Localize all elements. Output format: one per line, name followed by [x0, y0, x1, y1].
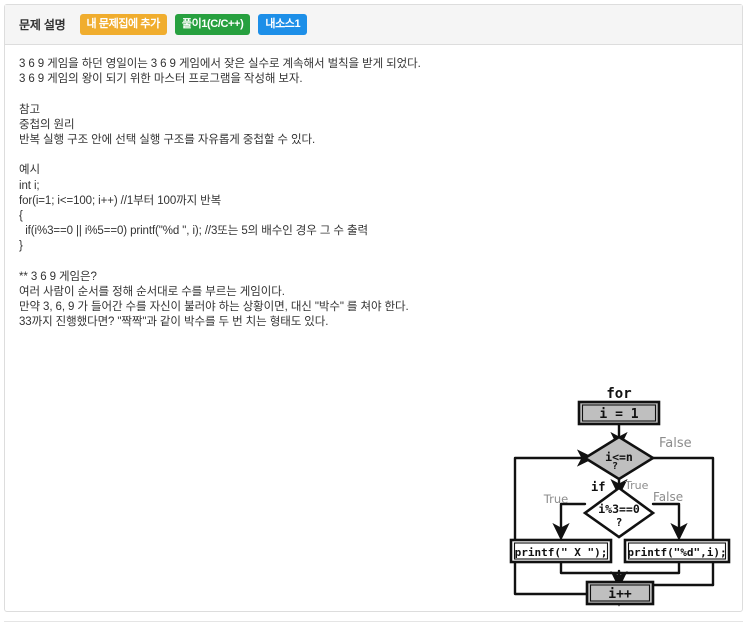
page-title: 문제 설명: [19, 18, 66, 32]
flow-inner-condition-question: ?: [616, 516, 623, 529]
flow-inner-false-label: False: [653, 490, 683, 504]
flow-print-clap-label: printf(" X ");: [515, 546, 608, 559]
flow-node-inner-condition: i%3==0 ?: [582, 486, 656, 539]
flow-condition-question: ?: [612, 461, 618, 472]
flow-for-label: for: [606, 386, 631, 402]
my-source-button[interactable]: 내소스1: [258, 14, 308, 35]
flow-condition-true-label: True: [624, 479, 649, 492]
solution-c-cpp-button[interactable]: 풀이1(C/C++): [174, 14, 251, 35]
flow-inner-condition-label: i%3==0: [598, 502, 640, 516]
panel-body: 3 6 9 게임을 하던 영일이는 3 6 9 게임에서 잦은 실수로 계속해서…: [5, 45, 742, 612]
bottom-divider: [4, 621, 743, 622]
flow-node-init: i = 1: [577, 400, 661, 426]
panel-heading: 문제 설명 내 문제집에 추가 풀이1(C/C++) 내소스1: [5, 5, 742, 45]
flowchart-diagram: i = 1 for i<=n ? False True if i%3==0 ?: [501, 385, 737, 612]
flow-init-label: i = 1: [599, 407, 638, 422]
flow-node-increment: i++: [585, 580, 655, 606]
flow-inner-true-label: True: [543, 492, 568, 506]
flowchart-svg: i = 1 for i<=n ? False True if i%3==0 ?: [509, 386, 731, 607]
flow-condition-label: i<=n: [605, 450, 633, 464]
flow-condition-false-label: False: [659, 436, 692, 451]
flow-node-print-number: printf("%d",i);: [623, 538, 731, 564]
problem-description-text: 3 6 9 게임을 하던 영일이는 3 6 9 게임에서 잦은 실수로 계속해서…: [19, 58, 421, 329]
flow-node-print-clap: printf(" X ");: [509, 538, 613, 564]
add-to-my-problemset-button[interactable]: 내 문제집에 추가: [79, 14, 167, 35]
flow-if-label: if: [591, 480, 605, 494]
flow-node-condition: i<=n ?: [582, 435, 656, 481]
flow-print-number-label: printf("%d",i);: [627, 546, 726, 559]
problem-description-panel: 문제 설명 내 문제집에 추가 풀이1(C/C++) 내소스1 3 6 9 게임…: [4, 4, 743, 612]
flow-increment-label: i++: [608, 587, 632, 602]
